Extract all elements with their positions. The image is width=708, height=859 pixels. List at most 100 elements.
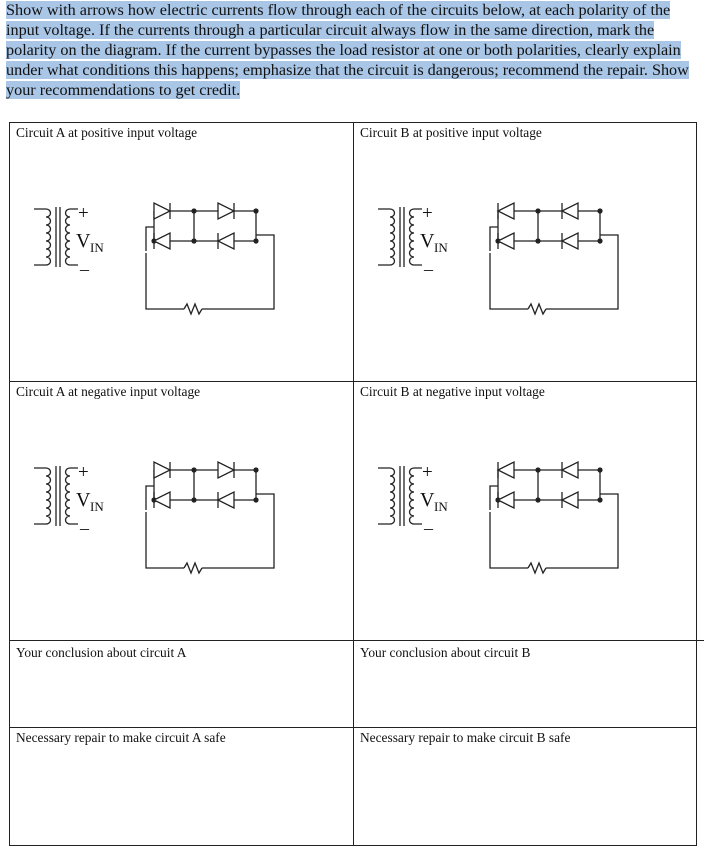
row-divider-3 (10, 727, 696, 728)
right-lead (256, 234, 275, 259)
diode-triangle (153, 460, 172, 480)
input-lead (145, 226, 154, 251)
transformer-secondary-coil (408, 208, 422, 266)
vin-subscript: IN (434, 499, 448, 514)
cell-label: Circuit B at positive input voltage (360, 125, 542, 140)
load-resistor (183, 302, 203, 316)
junction-dot (535, 497, 541, 503)
junction-dot (597, 497, 603, 503)
junction-dot (253, 208, 259, 214)
load-wire-right (546, 518, 619, 569)
vin-label: V (76, 230, 91, 252)
junction-dot (191, 497, 197, 503)
load-wire-left (145, 512, 184, 569)
junction-dot (191, 467, 197, 473)
diode-triangle (217, 201, 236, 221)
diode-triangle (152, 231, 171, 251)
minus-sign: – (79, 518, 90, 538)
minus-sign: – (423, 518, 434, 538)
cell-label: Your conclusion about circuit A (16, 645, 187, 660)
junction-dot (191, 208, 197, 214)
minus-sign: – (79, 259, 90, 279)
diode-triangle (560, 231, 579, 251)
plus-sign: + (78, 203, 89, 224)
transformer-secondary-coil (64, 467, 78, 525)
diode-triangle (496, 460, 515, 480)
junction-dot (253, 238, 259, 244)
row-divider-1 (10, 381, 696, 382)
minus-sign: – (423, 259, 434, 279)
row-divider-2 (10, 640, 696, 641)
diode-triangle (496, 201, 515, 221)
plus-sign: + (422, 203, 433, 224)
transformer-primary-coil (34, 208, 52, 266)
plus-sign: + (422, 462, 433, 483)
cell-conclusion-b[interactable]: Your conclusion about circuit B (354, 641, 696, 727)
input-lead (145, 485, 154, 510)
diode-triangle (152, 490, 171, 510)
transformer-primary-coil (378, 208, 396, 266)
right-lead (600, 493, 619, 518)
input-lead (489, 226, 498, 251)
cell-label: Circuit A at negative input voltage (16, 384, 201, 399)
junction-dot (253, 467, 259, 473)
vin-subscript: IN (90, 240, 104, 255)
load-resistor (527, 561, 547, 575)
cell-label: Your conclusion about circuit B (360, 645, 531, 660)
load-wire-left (489, 512, 528, 569)
junction-dot (535, 208, 541, 214)
row-divider-stub (696, 640, 704, 641)
junction-dot (535, 467, 541, 473)
transformer-secondary-coil (408, 467, 422, 525)
vin-subscript: IN (90, 499, 104, 514)
cell-repair-b[interactable]: Necessary repair to make circuit B safe (354, 728, 696, 845)
diode-triangle (217, 460, 236, 480)
instructions-highlight: Show with arrows how electric currents f… (6, 1, 689, 99)
column-divider (353, 123, 354, 845)
load-resistor (183, 561, 203, 575)
vin-label: V (76, 489, 91, 511)
junction-dot (253, 497, 259, 503)
instructions-text: Show with arrows how electric currents f… (6, 0, 702, 100)
junction-dot (597, 238, 603, 244)
load-wire-right (202, 259, 275, 310)
cell-label: Circuit B at negative input voltage (360, 384, 545, 399)
transformer-primary-coil (34, 467, 52, 525)
diode-triangle (496, 231, 515, 251)
transformer-primary-coil (378, 467, 396, 525)
junction-dot (597, 467, 603, 473)
cell-label: Necessary repair to make circuit B safe (360, 730, 571, 745)
junction-dot (597, 208, 603, 214)
load-resistor (527, 302, 547, 316)
load-wire-right (546, 259, 619, 310)
load-wire-left (145, 253, 184, 310)
load-wire-right (202, 518, 275, 569)
diode-triangle (496, 490, 515, 510)
diode-triangle (560, 460, 579, 480)
load-wire-left (489, 253, 528, 310)
vin-label: V (420, 489, 435, 511)
junction-dot (535, 238, 541, 244)
diode-triangle (216, 231, 235, 251)
diode-triangle (560, 201, 579, 221)
right-lead (256, 493, 275, 518)
right-lead (600, 234, 619, 259)
junction-dot (191, 238, 197, 244)
cell-label: Necessary repair to make circuit A safe (16, 730, 226, 745)
vin-subscript: IN (434, 240, 448, 255)
transformer-secondary-coil (64, 208, 78, 266)
input-lead (489, 485, 498, 510)
plus-sign: + (78, 462, 89, 483)
cell-conclusion-a[interactable]: Your conclusion about circuit A (10, 641, 353, 727)
diode-triangle (216, 490, 235, 510)
cell-repair-a[interactable]: Necessary repair to make circuit A safe (10, 728, 353, 845)
